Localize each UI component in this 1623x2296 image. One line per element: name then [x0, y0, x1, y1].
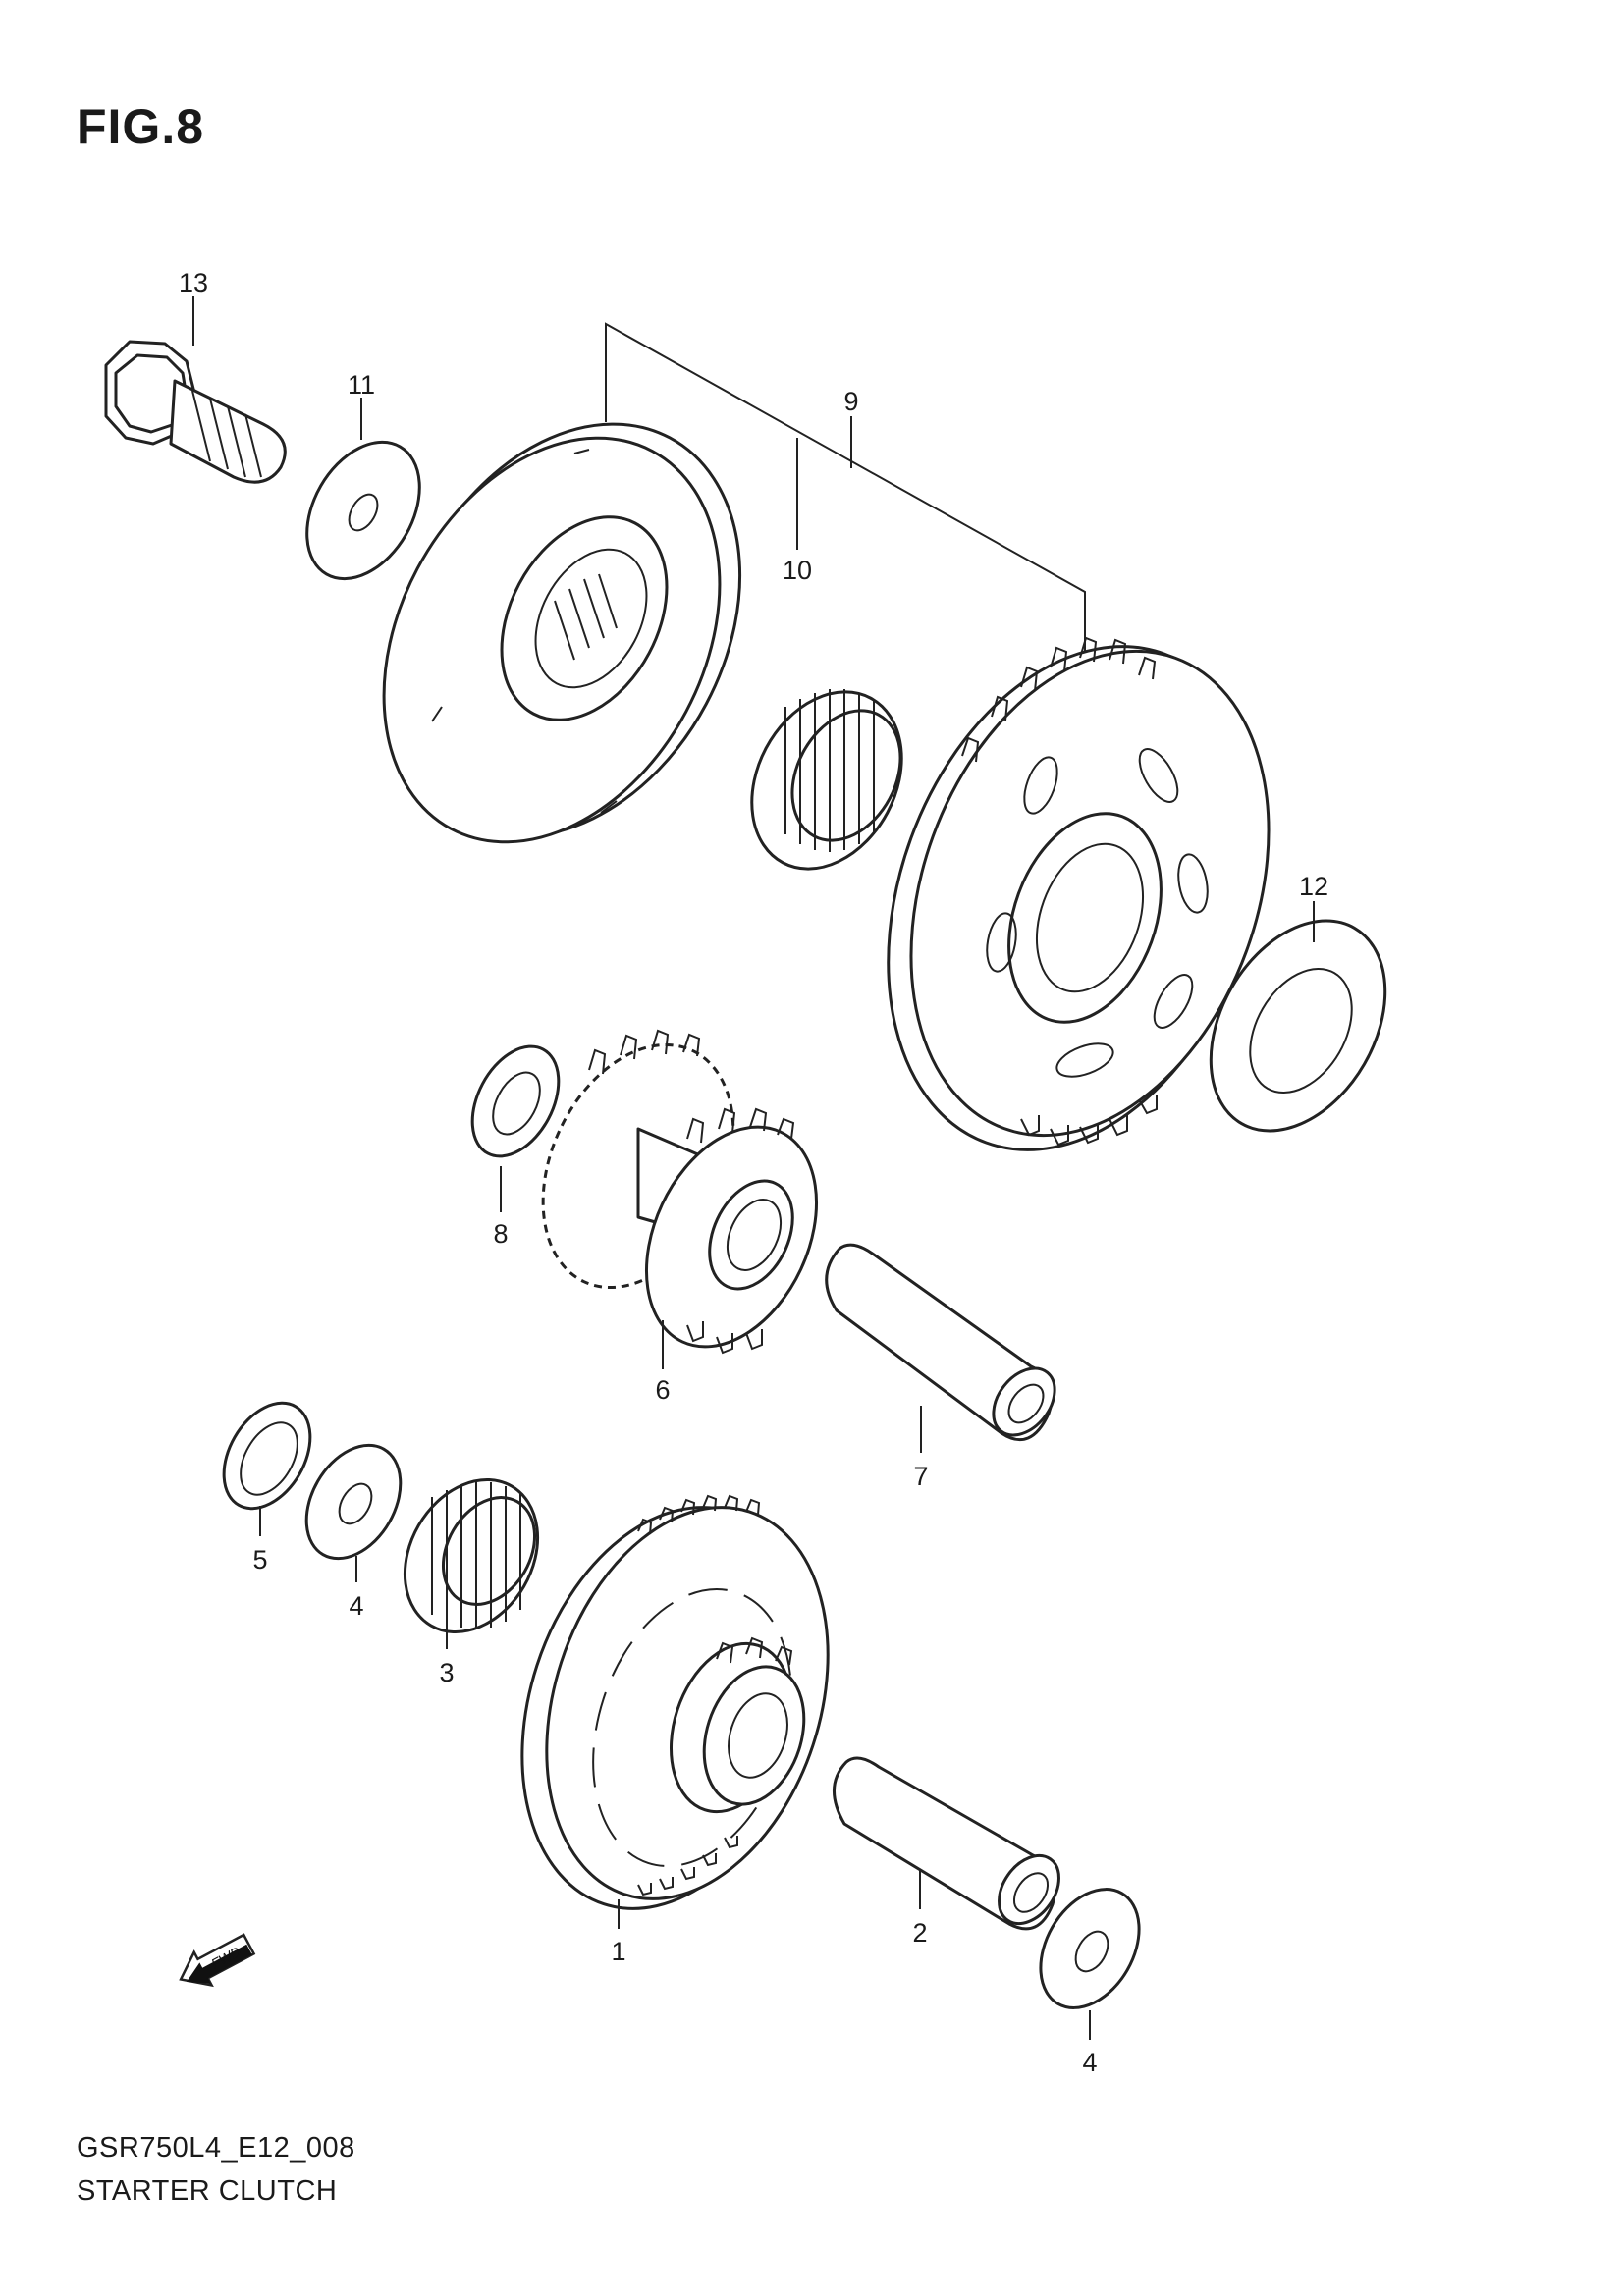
- callout-2: 2: [912, 1918, 927, 1948]
- fwd-arrow-icon: FWD: [179, 1933, 256, 1988]
- figure-name: STARTER CLUTCH: [77, 2175, 338, 2207]
- callout-4b: 4: [1082, 2048, 1097, 2077]
- part-1-driven-gear: [520, 1494, 830, 1910]
- part-8-washer: [470, 1044, 561, 1158]
- part-11-washer: [305, 440, 421, 581]
- callout-3: 3: [439, 1658, 454, 1687]
- part-7-shaft: [825, 1243, 1056, 1442]
- part-9-clutch-housing: [382, 422, 742, 844]
- part-12-washer: [1209, 919, 1387, 1133]
- callout-6: 6: [655, 1375, 670, 1405]
- part-6-idle-gear: [541, 1029, 819, 1355]
- part-13-bolt: [104, 340, 287, 484]
- part-10-needle-bearing: [750, 689, 903, 871]
- figure-code: GSR750L4_E12_008: [77, 2132, 355, 2163]
- callout-9: 9: [843, 387, 858, 416]
- part-2-shaft: [833, 1756, 1060, 1931]
- callout-1: 1: [611, 1937, 625, 1966]
- callout-5: 5: [252, 1545, 267, 1575]
- part-3-needle-bearing: [403, 1478, 540, 1633]
- callout-4a: 4: [349, 1591, 363, 1621]
- part-5-washer: [222, 1401, 312, 1511]
- callout-12: 12: [1299, 872, 1328, 901]
- callout-7: 7: [913, 1462, 928, 1491]
- callout-10: 10: [783, 556, 812, 585]
- part-9-clutch-bracket: [605, 322, 1086, 658]
- callout-8: 8: [493, 1219, 508, 1249]
- callout-11: 11: [348, 370, 375, 400]
- callout-13: 13: [179, 268, 208, 297]
- part-4-washer-upper: [304, 1443, 403, 1561]
- figure-title: FIG.8: [77, 99, 205, 154]
- part-9-driven-gear: [887, 636, 1271, 1151]
- part-4-washer-lower: [1039, 1888, 1141, 2009]
